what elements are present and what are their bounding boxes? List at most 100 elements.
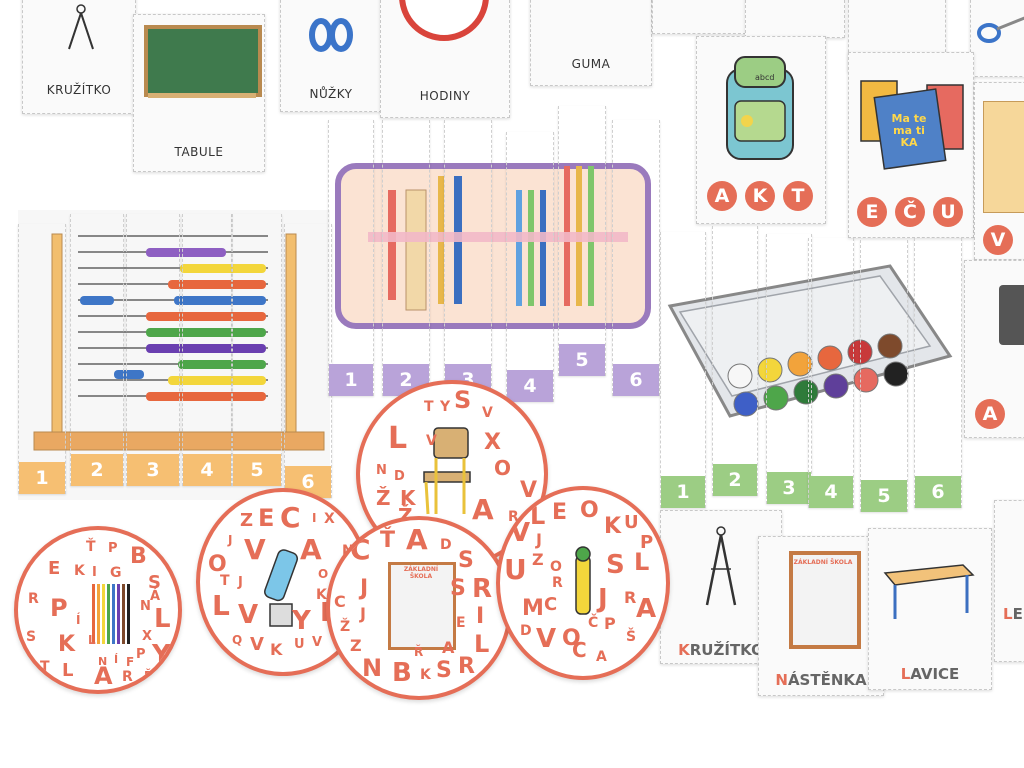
letter: Z bbox=[350, 636, 362, 655]
abacus-strip-2[interactable]: 2 bbox=[70, 214, 124, 486]
paint-strip-5[interactable]: 5 bbox=[860, 240, 908, 512]
sink-image bbox=[983, 101, 1024, 213]
letter: O bbox=[580, 498, 599, 523]
abacus-strip-1[interactable]: 1 bbox=[18, 224, 66, 494]
letter: U bbox=[504, 553, 527, 586]
letter: L bbox=[212, 589, 230, 622]
letter: V bbox=[312, 635, 323, 650]
school-poster-title: ZÁKLADNÍ ŠKOLA bbox=[403, 566, 439, 580]
letter: S bbox=[450, 576, 466, 601]
letter: Í bbox=[76, 613, 81, 627]
pen-icon bbox=[575, 546, 591, 615]
letter: V bbox=[510, 518, 531, 548]
letter: Á bbox=[150, 589, 161, 604]
pencil-strip-5[interactable]: 5 bbox=[558, 106, 606, 376]
letter: Ť bbox=[380, 528, 396, 553]
letter: M bbox=[522, 596, 544, 621]
math-book-label: Ma te ma ti KA bbox=[891, 112, 927, 150]
compass-icon bbox=[68, 4, 94, 50]
letter: J bbox=[360, 604, 366, 623]
letter: Z bbox=[240, 510, 254, 531]
letter: B bbox=[392, 658, 412, 688]
letter: V bbox=[520, 478, 538, 503]
letter: C bbox=[334, 592, 346, 611]
letter: K bbox=[400, 486, 416, 510]
letter: A bbox=[442, 638, 455, 657]
letter: U bbox=[624, 512, 639, 533]
letter: C bbox=[280, 501, 301, 534]
syllable-tile-u: U bbox=[933, 197, 963, 227]
letter: X bbox=[142, 629, 153, 644]
paint-strip-4[interactable]: 4 bbox=[808, 238, 854, 508]
notice-board-title: ZÁKLADNÍ ŠKOLA bbox=[793, 559, 853, 566]
pencil-strip-2[interactable]: 2 bbox=[382, 120, 430, 396]
letter: Ž bbox=[340, 619, 351, 635]
partial-card-top-1 bbox=[652, 0, 746, 34]
letter: J bbox=[536, 530, 542, 549]
first-letter-card-lavice: LAVICE bbox=[868, 528, 992, 690]
letter: V bbox=[244, 533, 266, 566]
letter: E bbox=[48, 558, 61, 579]
pencil-strip-4[interactable]: 4 bbox=[506, 132, 554, 402]
chair-icon bbox=[423, 427, 471, 515]
letter: Ř bbox=[414, 645, 424, 659]
paint-strip-3[interactable]: 3 bbox=[766, 234, 812, 504]
letter: V bbox=[482, 405, 493, 421]
paint-strip-1[interactable]: 1 bbox=[660, 232, 706, 508]
abacus-strip-3[interactable]: 3 bbox=[126, 214, 180, 486]
letter: I bbox=[312, 511, 317, 525]
letter: L bbox=[154, 604, 171, 634]
strip-number: 5 bbox=[233, 454, 281, 486]
strip-number: 2 bbox=[71, 454, 123, 486]
abacus-strip-4[interactable]: 4 bbox=[182, 214, 232, 486]
letter: O bbox=[318, 567, 329, 581]
syllable-tile-t: T bbox=[783, 181, 813, 211]
letter: E bbox=[456, 615, 466, 631]
compass-icon bbox=[705, 526, 737, 606]
letter: N bbox=[98, 655, 108, 668]
letter: L bbox=[530, 502, 546, 530]
letter: R bbox=[28, 591, 39, 607]
letter: Ě bbox=[144, 669, 153, 683]
first-letter-card-partial: LE bbox=[994, 500, 1024, 662]
letter: S bbox=[436, 658, 452, 683]
strip-number: 4 bbox=[507, 370, 553, 402]
letter: S bbox=[454, 386, 472, 414]
letter: Y bbox=[152, 640, 171, 670]
syllable-card-partial-right-2: A bbox=[964, 260, 1024, 438]
letter: R bbox=[624, 588, 637, 607]
letter: Q bbox=[232, 633, 243, 647]
letter: K bbox=[420, 667, 431, 683]
desk-icon bbox=[883, 564, 975, 619]
abacus-strip-5[interactable]: 5 bbox=[232, 214, 282, 486]
pencil-strip-1[interactable]: 1 bbox=[328, 120, 374, 396]
letter: R bbox=[552, 575, 563, 591]
clock-icon bbox=[399, 0, 489, 41]
syllable-tile-a: A bbox=[707, 181, 737, 211]
syllable-tile-k: K bbox=[745, 181, 775, 211]
letter: S bbox=[606, 550, 625, 580]
pencil-strip-6[interactable]: 6 bbox=[612, 120, 660, 396]
abacus-beads bbox=[80, 248, 266, 401]
paint-strip-6[interactable]: 6 bbox=[914, 238, 962, 508]
paint-strip-2[interactable]: 2 bbox=[712, 226, 758, 496]
letter: J bbox=[360, 576, 369, 601]
letter: I bbox=[476, 604, 485, 629]
first-letter-card-nastenka: ZÁKLADNÍ ŠKOLA NÁSTĚNKA bbox=[758, 536, 884, 696]
word-hodiny: HODINY bbox=[419, 89, 471, 103]
letter: K bbox=[316, 587, 327, 603]
word-card-nuzky: NŮŽKY bbox=[280, 0, 382, 112]
blackboard-tray bbox=[148, 93, 256, 98]
letter: O bbox=[208, 552, 227, 577]
abacus-strip-6[interactable]: 6 bbox=[284, 224, 332, 498]
letter: O bbox=[550, 559, 562, 575]
letter: U bbox=[294, 637, 305, 652]
letter: K bbox=[270, 640, 283, 659]
letter: R bbox=[122, 669, 133, 685]
letter: Č bbox=[588, 615, 599, 631]
strip-number: 1 bbox=[661, 476, 705, 508]
letter: K bbox=[74, 563, 85, 579]
letter: J bbox=[228, 533, 233, 547]
letter: C bbox=[572, 638, 587, 662]
pencil-strip-3[interactable]: 3 bbox=[444, 120, 492, 396]
